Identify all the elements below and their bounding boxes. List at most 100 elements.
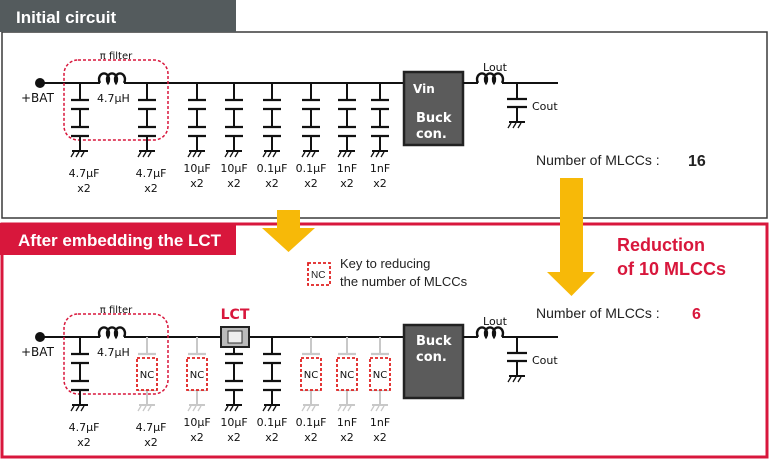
- lout-label: Lout: [483, 315, 508, 328]
- ground-hatch: [267, 151, 272, 158]
- ground-hatch: [370, 151, 375, 158]
- after-lct-tab: [0, 223, 236, 255]
- buck-label-line1: Buck: [416, 111, 452, 126]
- capacitor-value: 4.7μF: [69, 421, 100, 434]
- pi-filter-inductor: [97, 72, 127, 86]
- capacitor-value: 10μF: [220, 162, 247, 175]
- ground-hatch: [342, 405, 347, 412]
- ground-hatch: [342, 151, 347, 158]
- initial-circuit-tab: [0, 0, 236, 32]
- ground-hatch: [224, 151, 229, 158]
- reduction-line1: Reduction: [617, 235, 705, 255]
- inductor-coil: [97, 72, 127, 86]
- capacitor-qty: x2: [144, 436, 158, 449]
- buck-label-line1: Buck: [416, 334, 452, 349]
- ground-hatch: [229, 405, 234, 412]
- ground-hatch: [137, 151, 142, 158]
- inductor-label: 4.7μH: [97, 92, 130, 105]
- capacitor-value: 4.7μF: [69, 167, 100, 180]
- capacitor-value: 4.7μF: [136, 421, 167, 434]
- buck-converter-block: [402, 70, 465, 147]
- ground-icon: [262, 150, 280, 158]
- initial-circuit-panel: [1, 31, 768, 219]
- capacitor-qty: x2: [265, 431, 279, 444]
- ground-hatch: [337, 405, 342, 412]
- nc-marker: [369, 357, 391, 391]
- ground-icon: [370, 404, 388, 412]
- bat-label: +BAT: [21, 345, 55, 359]
- capacitor-value: 0.1μF: [296, 416, 327, 429]
- ground-hatch: [272, 151, 277, 158]
- ground-hatch: [80, 151, 85, 158]
- capacitor-7: [370, 83, 389, 158]
- lct-label: LCT: [221, 307, 250, 323]
- ground-icon: [70, 404, 88, 412]
- ground-hatch: [507, 376, 512, 383]
- legend-nc-text: NC: [311, 270, 325, 281]
- lout-label: Lout: [483, 61, 508, 74]
- after-mlcc-count-label: Number of MLCCs :: [536, 305, 660, 321]
- buck-label-line2: con.: [416, 127, 447, 142]
- ground-icon: [301, 150, 319, 158]
- legend-nc-box: [307, 262, 331, 286]
- capacitor-value: 0.1μF: [296, 162, 327, 175]
- nc-marker: [186, 357, 208, 391]
- ground-hatch: [512, 376, 517, 383]
- capacitor-qty: x2: [304, 431, 318, 444]
- ground-hatch: [311, 405, 316, 412]
- capacitor-4: [262, 337, 281, 412]
- legend-line2: the number of MLCCs: [340, 274, 468, 289]
- ground-icon: [337, 404, 355, 412]
- lct-inner: [227, 330, 243, 344]
- large-down-arrow: [547, 178, 595, 296]
- ground-hatch: [80, 405, 85, 412]
- capacitor-qty: x2: [227, 177, 241, 190]
- inductor-coil: [97, 326, 127, 340]
- ground-hatch: [75, 405, 80, 412]
- cout-label: Cout: [532, 354, 558, 367]
- capacitor-qty: x2: [304, 177, 318, 190]
- capacitor-value: 0.1μF: [257, 416, 288, 429]
- ground-hatch: [347, 405, 352, 412]
- inductor-coil: [475, 326, 505, 340]
- ground-hatch: [262, 405, 267, 412]
- ground-icon: [507, 121, 525, 129]
- capacitor-qty: x2: [190, 431, 204, 444]
- lct-component: [220, 326, 250, 348]
- capacitor-qty: x2: [373, 177, 387, 190]
- capacitor-value: 4.7μF: [136, 167, 167, 180]
- ground-hatch: [301, 405, 306, 412]
- cout-label: Cout: [532, 100, 558, 113]
- ground-hatch: [187, 405, 192, 412]
- nc-label: NC: [140, 370, 154, 381]
- capacitor-5: [301, 83, 320, 158]
- ground-hatch: [192, 405, 197, 412]
- output-capacitor: [507, 337, 527, 383]
- capacitor-qty: x2: [227, 431, 241, 444]
- ground-hatch: [234, 405, 239, 412]
- ground-hatch: [70, 405, 75, 412]
- capacitor-value: 1nF: [337, 162, 357, 175]
- ground-hatch: [512, 122, 517, 129]
- nc-marker: [336, 357, 358, 391]
- ground-hatch: [301, 151, 306, 158]
- ground-icon: [337, 150, 355, 158]
- capacitor-qty: x2: [77, 182, 91, 195]
- ground-icon: [187, 404, 205, 412]
- legend-line1: Key to reducing: [340, 256, 430, 271]
- ground-hatch: [192, 151, 197, 158]
- ground-icon: [70, 150, 88, 158]
- ground-icon: [224, 150, 242, 158]
- capacitor-value: 1nF: [337, 416, 357, 429]
- nc-marker: [300, 357, 322, 391]
- ground-hatch: [311, 151, 316, 158]
- capacitor-qty: x2: [190, 177, 204, 190]
- ground-hatch: [229, 151, 234, 158]
- ground-hatch: [517, 376, 522, 383]
- buck-label-line2: con.: [416, 350, 447, 365]
- ground-icon: [137, 404, 155, 412]
- ground-icon: [507, 375, 525, 383]
- pi-filter-inductor: [97, 326, 127, 340]
